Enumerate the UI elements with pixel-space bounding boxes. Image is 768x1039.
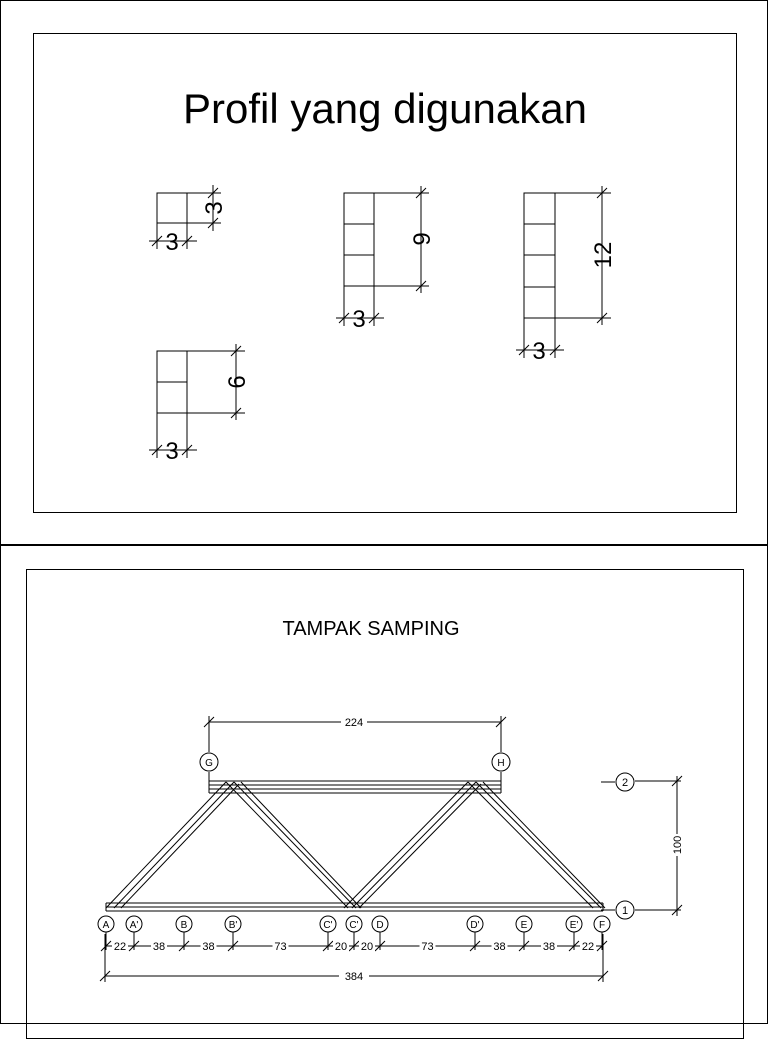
- level-1-marker: 1: [622, 905, 628, 917]
- grid-bubble-label: H: [497, 758, 504, 769]
- grid-bubble-label: E: [521, 920, 528, 931]
- grid-bubble-label: C': [349, 920, 358, 931]
- sheet-title: Profil yang digunakan: [183, 85, 587, 132]
- profile-3x12: [516, 186, 611, 358]
- segment-dimension: 38: [153, 941, 165, 953]
- grid-bubble-label: D': [470, 920, 479, 931]
- grid-bubble: D: [371, 915, 389, 933]
- dimension-tick: [100, 940, 112, 952]
- segment-dimension: 38: [543, 941, 555, 953]
- grid-bubble: E: [515, 915, 533, 933]
- profile-3x3-width-label: 3: [165, 229, 178, 256]
- segment-dimension: 73: [274, 941, 286, 953]
- grid-bubble: D': [466, 915, 484, 933]
- dimension-tick: [227, 940, 239, 952]
- grid-bubble: C': [345, 915, 363, 933]
- grid-bubble-label: A: [103, 920, 110, 931]
- level-2-marker: 2: [622, 777, 628, 789]
- dimension-tick: [374, 940, 386, 952]
- profile-3x6-width-label: 3: [165, 438, 178, 465]
- segment-dimension: 20: [361, 941, 373, 953]
- grid-bubble-label: F: [599, 920, 605, 931]
- drawing-sheet-profiles: Profil yang digunakan: [0, 0, 768, 545]
- top-span-dimension: 224: [345, 717, 363, 729]
- segment-dimension: 38: [493, 941, 505, 953]
- profile-3x9-width-label: 3: [352, 306, 365, 333]
- segment-dimension: 73: [421, 941, 433, 953]
- profile-3x12-width-label: 3: [532, 338, 545, 365]
- profile-3x6-height-label: 6: [224, 375, 251, 388]
- dimension-tick: [596, 940, 608, 952]
- profile-3x12-height-label: 12: [590, 242, 617, 269]
- side-view-title: TAMPAK SAMPING: [282, 618, 460, 640]
- sheet-frame: [33, 33, 737, 513]
- total-span-dimension: 384: [345, 971, 363, 983]
- segment-dimension: 22: [114, 941, 126, 953]
- profile-3x9: [336, 186, 429, 326]
- profile-3x3-height-label: 3: [201, 201, 228, 214]
- dimension-tick: [568, 940, 580, 952]
- grid-bubble: B: [175, 915, 193, 933]
- grid-bubble-label: C': [323, 920, 332, 931]
- dimension-tick: [322, 940, 334, 952]
- grid-bubble-top: G: [199, 752, 219, 772]
- segment-dimension: 22: [582, 941, 594, 953]
- segment-dimension: 38: [202, 941, 214, 953]
- grid-bubble-label: E': [570, 920, 579, 931]
- grid-bubble: F: [593, 915, 611, 933]
- dimension-tick: [178, 940, 190, 952]
- dimension-tick: [518, 940, 530, 952]
- height-dimension: 100: [672, 836, 684, 854]
- grid-bubble-label: B: [181, 920, 188, 931]
- grid-bubble-label: G: [205, 758, 213, 769]
- grid-bubble: A': [125, 915, 143, 933]
- dimension-tick: [348, 940, 360, 952]
- profile-3x6: [149, 344, 245, 458]
- grid-bubble: A: [97, 915, 115, 933]
- profile-3x3: [149, 185, 221, 249]
- dimension-tick: [469, 940, 481, 952]
- profile-3x9-height-label: 9: [409, 232, 436, 245]
- segment-dimension: 20: [335, 941, 347, 953]
- grid-bubble: C': [319, 915, 337, 933]
- grid-bubble: E': [565, 915, 583, 933]
- drawing-sheet-side-view: TAMPAK SAMPING: [0, 545, 768, 1039]
- grid-bubble-label: B': [229, 920, 238, 931]
- truss-structure: [105, 780, 606, 912]
- grid-bubble: B': [224, 915, 242, 933]
- grid-bubble-label: D: [376, 920, 383, 931]
- grid-bubble-top: H: [491, 752, 511, 772]
- profiles-drawing: 3 3 9 3 12 3 6 3: [149, 185, 617, 465]
- dimension-tick: [128, 940, 140, 952]
- grid-bubble-label: A': [130, 920, 139, 931]
